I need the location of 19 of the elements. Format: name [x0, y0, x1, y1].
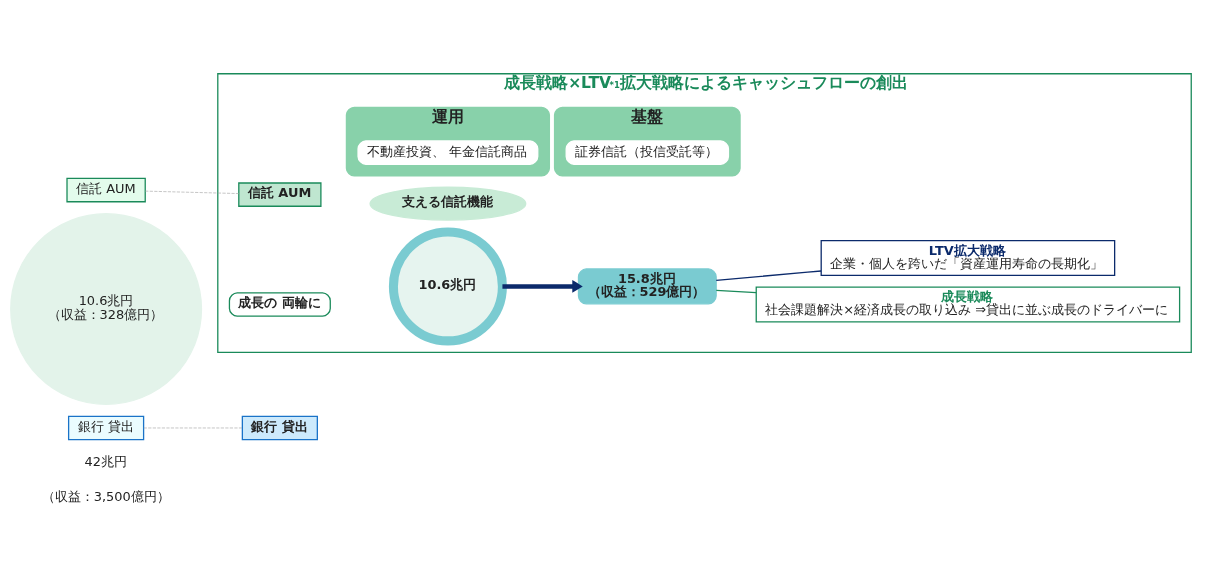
connector — [715, 269, 822, 281]
node-box: 成長の 両輪に — [228, 291, 331, 317]
node-box: 証券信託（投信受託等） — [565, 139, 730, 165]
node-box: 不動産投資、 年金信託商品 — [357, 139, 539, 165]
node-box: 信託 AUM — [238, 181, 322, 207]
node-box: LTV拡大戦略 企業・個人を跨いだ「資産運用寿命の長期化」 — [820, 239, 1116, 276]
node-box: 15.8兆円 （収益：529億円） — [577, 267, 717, 304]
node-label: 42兆円 — [84, 453, 127, 469]
node-box: 銀行 貸出 — [241, 415, 318, 440]
node-ellipse: 支える信託機能 — [369, 186, 527, 221]
arrow — [502, 279, 583, 293]
connector — [715, 289, 757, 293]
node-circle: 10.6兆円 — [388, 226, 507, 345]
node-circle: 10.6兆円 （収益：328億円） — [10, 212, 203, 405]
node-box: 成長戦略 社会課題解決×経済成長の取り込み ⇒貸出に並ぶ成長のドライバーに — [755, 285, 1181, 323]
node-box: 銀行 貸出 — [68, 415, 145, 440]
connector — [144, 190, 240, 194]
node-box: 信託 AUM — [66, 177, 146, 202]
node-label: （収益：3,500億円） — [41, 488, 170, 504]
